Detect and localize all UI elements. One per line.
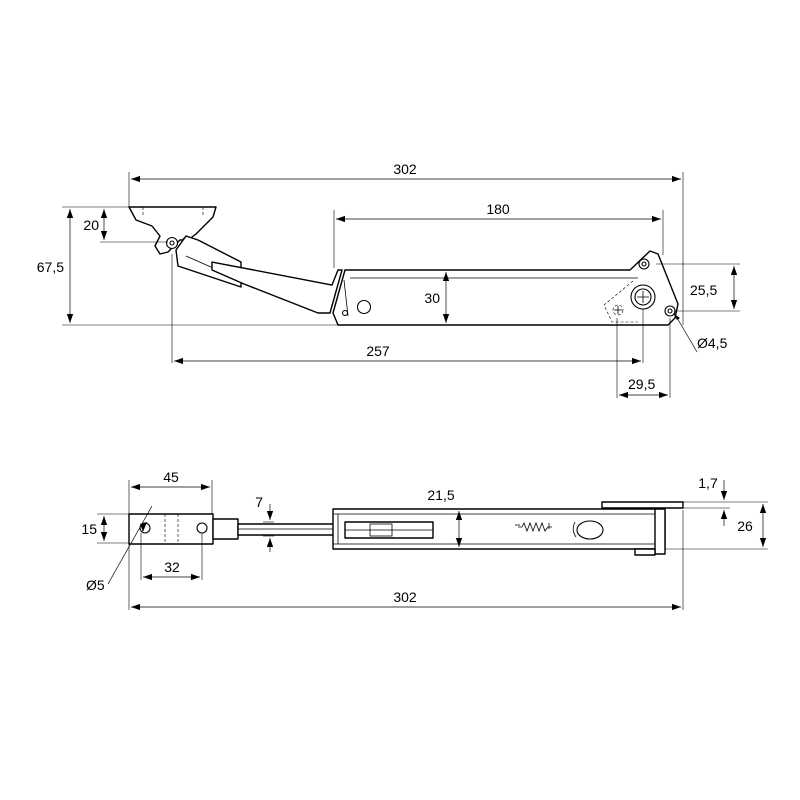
cap-foot <box>634 548 656 556</box>
mount-plate <box>601 501 684 509</box>
dim-text-15: 15 <box>81 521 97 537</box>
main-arm <box>211 261 343 314</box>
side-view: 302 180 20 67,5 30 257 25,5 Ø4,5 29,5 <box>37 161 740 399</box>
leader-dia-4-5 <box>675 315 698 353</box>
dim-text-dia-5: Ø5 <box>86 577 105 593</box>
dim-text-1-7: 1,7 <box>698 475 718 491</box>
leader-dia-5 <box>107 505 153 585</box>
dim-text-21-5: 21,5 <box>427 487 454 503</box>
dim-text-25-5: 25,5 <box>690 282 717 298</box>
housing-hole <box>356 299 372 315</box>
plan-view: 45 7 21,5 1,7 26 15 32 Ø5 302 <box>81 469 768 611</box>
adjust-screw <box>576 520 604 540</box>
dim-text-180: 180 <box>486 201 510 217</box>
arm-link <box>212 518 239 540</box>
arm-rod <box>237 523 339 536</box>
plate-hole-right <box>196 522 208 534</box>
dim-text-26: 26 <box>737 518 753 534</box>
channel-housing <box>332 250 679 326</box>
dim-text-302-bottom: 302 <box>393 589 417 605</box>
dim-text-dia-4-5: Ø4,5 <box>697 335 728 351</box>
dim-text-32: 32 <box>164 559 180 575</box>
sash-bracket <box>128 206 217 255</box>
housing-small-hole <box>341 309 349 317</box>
dim-text-67-5: 67,5 <box>37 259 64 275</box>
dim-text-29-5: 29,5 <box>628 376 655 392</box>
dim-text-302-top: 302 <box>393 161 417 177</box>
dim-text-30: 30 <box>424 290 440 306</box>
dim-text-257: 257 <box>366 343 390 359</box>
end-cap <box>654 508 666 555</box>
dim-text-45: 45 <box>163 469 179 485</box>
dim-text-7: 7 <box>255 494 263 510</box>
spring <box>518 521 552 533</box>
link-arm <box>175 235 242 288</box>
dim-text-20: 20 <box>83 217 99 233</box>
